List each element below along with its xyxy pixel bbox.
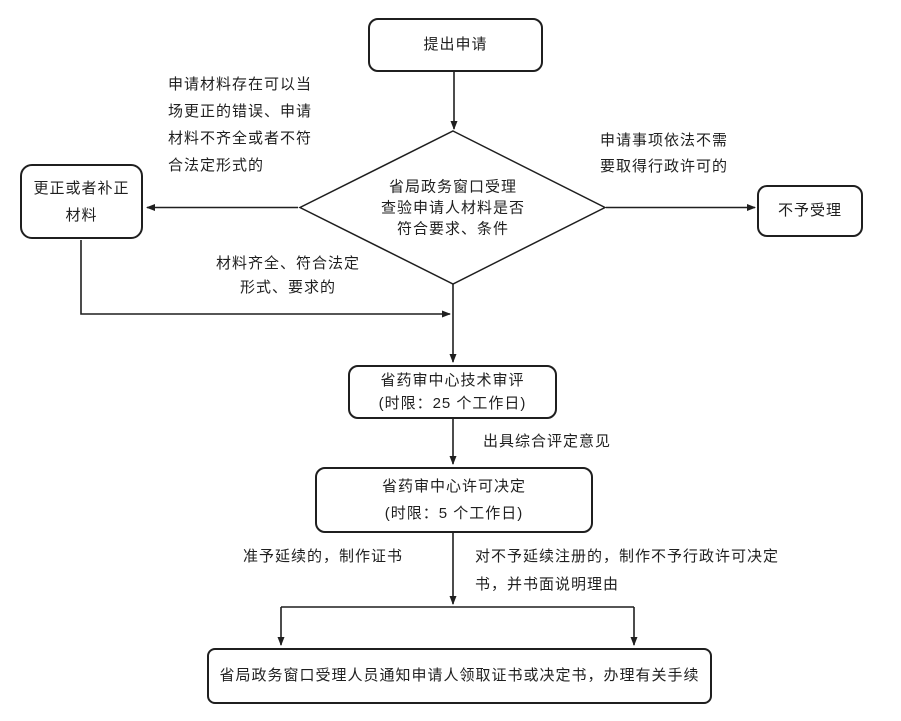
node-not-accepted: 不予受理 bbox=[757, 185, 863, 237]
connector-correct-to-mainline bbox=[80, 240, 451, 318]
node-notify-applicant: 省局政务窗口受理人员通知申请人领取证书或决定书，办理有关手续 bbox=[207, 648, 712, 704]
label-correctable-condition: 申请材料存在可以当 场更正的错误、申请 材料不齐全或者不符 合法定形式的 bbox=[168, 76, 313, 174]
label-approve-branch: 准予延续的，制作证书 bbox=[243, 548, 404, 565]
label-review-opinion: 出具综合评定意见 bbox=[483, 433, 612, 450]
label-deny-branch: 对不予延续注册的，制作不予行政许可决定 书，并书面说明理由 bbox=[475, 548, 780, 593]
node-correct-materials: 更正或者补正 材料 bbox=[20, 164, 143, 239]
label-no-permit-needed-condition: 申请事项依法不需 要取得行政许可的 bbox=[600, 132, 729, 175]
node-start: 提出申请 bbox=[368, 18, 543, 72]
node-technical-review: 省药审中心技术审评 (时限：25 个工作日) bbox=[348, 365, 557, 419]
node-license-decision: 省药审中心许可决定 (时限：5 个工作日) bbox=[315, 467, 593, 533]
label-materials-complete-condition: 材料齐全、符合法定 形式、要求的 bbox=[215, 255, 360, 296]
node-decision-label: 省局政务窗口受理 查验申请人材料是否 符合要求、条件 bbox=[380, 178, 526, 238]
